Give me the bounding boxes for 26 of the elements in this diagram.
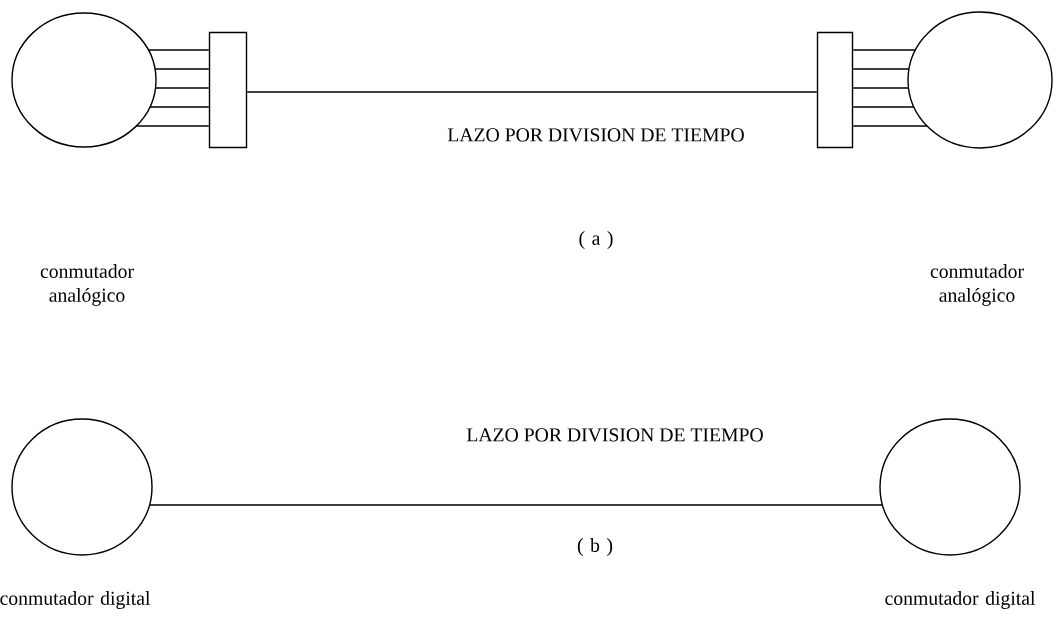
switch-caption: conmutador digital	[0, 591, 151, 609]
line	[852, 49, 917, 51]
switch-circle	[907, 11, 1053, 149]
edge-label: LAZO POR DIVISION DE TIEMPO	[445, 126, 747, 144]
switch-circle	[11, 418, 153, 556]
text-label: conmutador analógico	[40, 264, 134, 306]
switch-circle	[879, 418, 1021, 556]
switch-circle	[11, 12, 157, 148]
line	[154, 87, 210, 89]
line	[147, 49, 210, 51]
line	[135, 125, 210, 127]
multiplexer-box	[208, 31, 248, 149]
line	[148, 504, 884, 506]
text-label: ( a )	[579, 231, 613, 249]
line	[852, 106, 915, 108]
line	[149, 106, 210, 108]
line	[852, 125, 928, 127]
text-label: ( b )	[577, 538, 613, 556]
line	[154, 68, 210, 70]
line	[852, 68, 910, 70]
multiplexer-box	[816, 31, 854, 149]
line	[852, 87, 910, 89]
line	[246, 91, 818, 93]
edge-label: LAZO POR DIVISION DE TIEMPO	[464, 426, 766, 444]
switch-caption: conmutador digital	[885, 591, 1036, 609]
text-label: conmutador analógico	[930, 264, 1024, 306]
